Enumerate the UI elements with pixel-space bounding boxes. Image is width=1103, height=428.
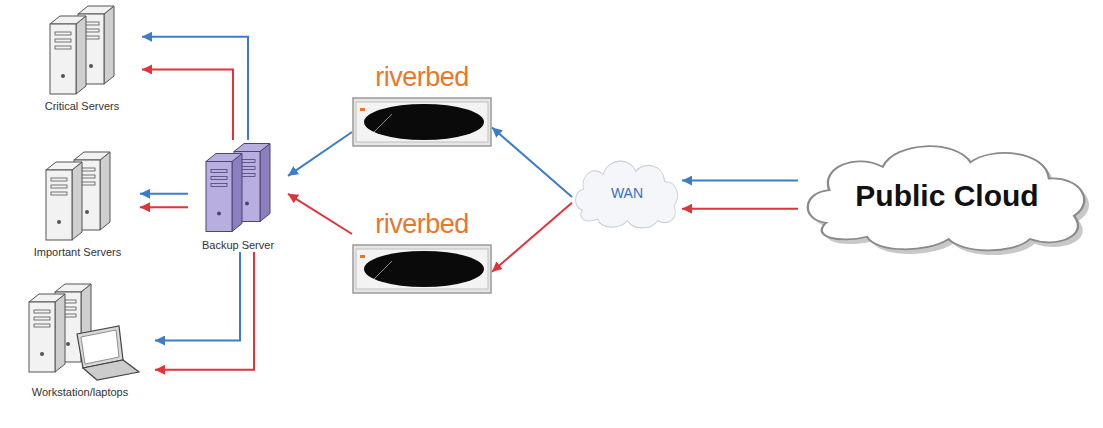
- flow-arrow: [140, 206, 188, 208]
- wan-optimizer: riverbed: [352, 60, 492, 150]
- flow-arrow: [492, 128, 572, 198]
- cloud-label: WAN: [611, 185, 643, 201]
- node-label: Important Servers: [34, 245, 121, 259]
- node-label: Backup Server: [202, 238, 274, 252]
- flow-arrow: [492, 203, 572, 272]
- workstation-icon: [15, 282, 145, 382]
- wan-cloud: WAN: [572, 152, 682, 234]
- flow-arrow: [682, 208, 798, 210]
- server-icon: [38, 150, 118, 242]
- brand-logo: riverbed: [375, 60, 469, 94]
- flow-arrow: [155, 252, 240, 341]
- server-icon: [42, 4, 122, 96]
- backup-server: Backup Server: [188, 140, 288, 252]
- riverbed-appliance: [352, 94, 492, 150]
- public-cloud: Public Cloud: [798, 132, 1096, 260]
- server-group: Important Servers: [15, 150, 140, 259]
- flow-arrow: [682, 180, 798, 182]
- node-label: Workstation/laptops: [32, 385, 128, 399]
- flow-arrow: [288, 132, 352, 176]
- server-group: Critical Servers: [22, 4, 142, 113]
- node-label: Critical Servers: [45, 99, 120, 113]
- flow-arrow: [288, 194, 352, 234]
- brand-logo: riverbed: [375, 207, 469, 241]
- workstation-group: Workstation/laptops: [5, 282, 155, 399]
- flow-arrow: [155, 252, 254, 370]
- flow-arrow: [140, 193, 188, 195]
- cloud-label: Public Cloud: [855, 179, 1038, 213]
- riverbed-appliance: [352, 241, 492, 297]
- server-icon: [198, 140, 278, 235]
- wan-optimizer: riverbed: [352, 207, 492, 297]
- flow-arrow: [142, 37, 248, 140]
- flow-arrow: [142, 69, 233, 140]
